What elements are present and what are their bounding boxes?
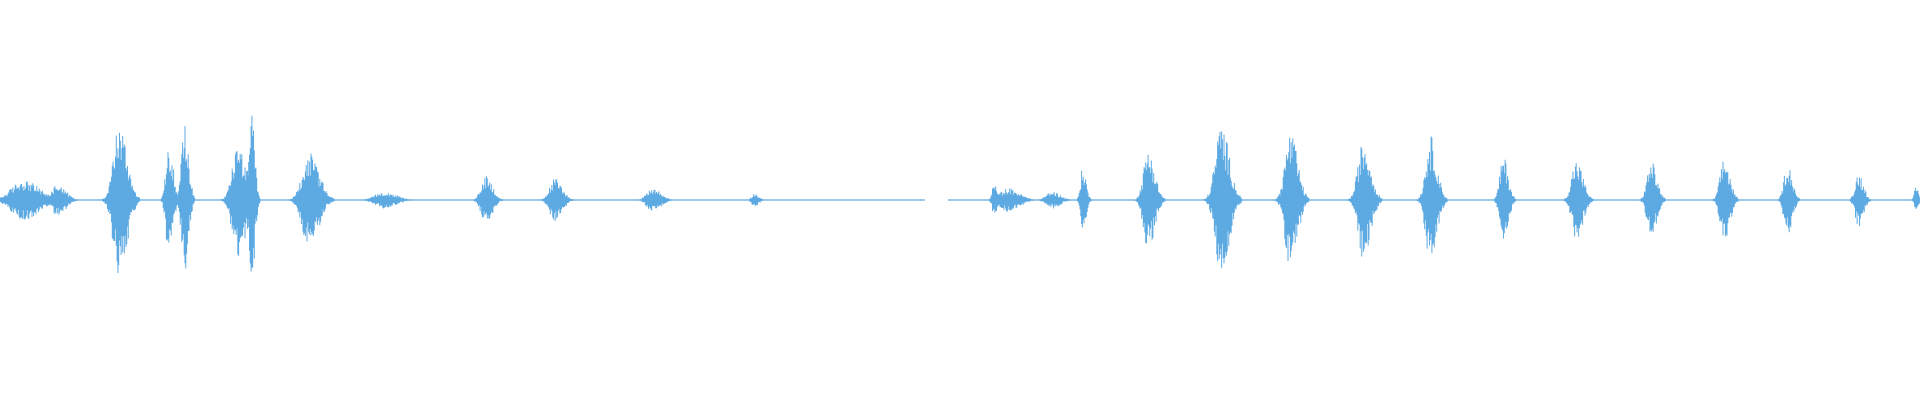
waveform-spikes: [101, 132, 140, 274]
waveform-burst: [1134, 154, 1166, 244]
waveform-burst: [1562, 163, 1594, 237]
waveform-burst: [638, 189, 673, 211]
waveform-burst: [42, 186, 79, 215]
waveform-burst: [1038, 192, 1071, 209]
waveform-burst: [987, 188, 1036, 212]
waveform-spikes: [1347, 147, 1383, 257]
waveform-spikes: [288, 153, 335, 242]
waveform-spikes: [1777, 170, 1801, 233]
waveform-spikes: [1639, 163, 1666, 232]
waveform-burst: [1076, 170, 1092, 228]
waveform-burst: [363, 193, 413, 209]
waveform-burst: [160, 152, 180, 243]
waveform-burst: [1848, 177, 1872, 226]
waveform-burst: [1347, 147, 1383, 257]
waveform-burst: [1777, 170, 1801, 233]
waveform-burst: [1203, 131, 1243, 268]
waveform-spikes: [1562, 163, 1594, 237]
waveform-burst: [541, 179, 574, 221]
waveform-burst: [748, 194, 764, 206]
waveform-burst: [1639, 163, 1666, 232]
waveform-spikes: [473, 176, 503, 219]
waveform-spikes: [42, 186, 79, 215]
waveform-burst: [1911, 187, 1920, 209]
waveform-spikes: [1911, 187, 1920, 209]
waveform-burst: [101, 132, 140, 274]
waveform-spikes: [175, 126, 196, 269]
waveform-spikes: [1076, 170, 1092, 228]
waveform-spikes: [1038, 192, 1071, 209]
waveform-burst: [1416, 136, 1448, 254]
waveform-spikes: [363, 193, 413, 209]
waveform-burst: [244, 115, 261, 272]
waveform-spikes: [987, 188, 1036, 212]
waveform-spikes: [1712, 161, 1739, 237]
waveform-spikes: [541, 179, 574, 221]
waveform-burst: [1712, 161, 1739, 237]
waveform-spikes: [1493, 159, 1516, 239]
waveform-spikes: [1416, 136, 1448, 254]
waveform-spikes: [1848, 177, 1872, 226]
waveform-spikes: [244, 115, 261, 272]
waveform-bursts: [0, 115, 1920, 274]
waveform-burst: [1273, 137, 1310, 261]
waveform-spikes: [1273, 137, 1310, 261]
waveform-burst: [1493, 159, 1516, 239]
waveform-burst: [175, 126, 196, 269]
waveform-burst: [473, 176, 503, 219]
waveform-spikes: [1134, 154, 1166, 244]
waveform-spikes: [160, 152, 180, 243]
waveform-spikes: [748, 194, 764, 206]
waveform-spikes: [638, 189, 673, 211]
waveform-spikes: [1203, 131, 1243, 268]
waveform-burst: [288, 153, 335, 242]
